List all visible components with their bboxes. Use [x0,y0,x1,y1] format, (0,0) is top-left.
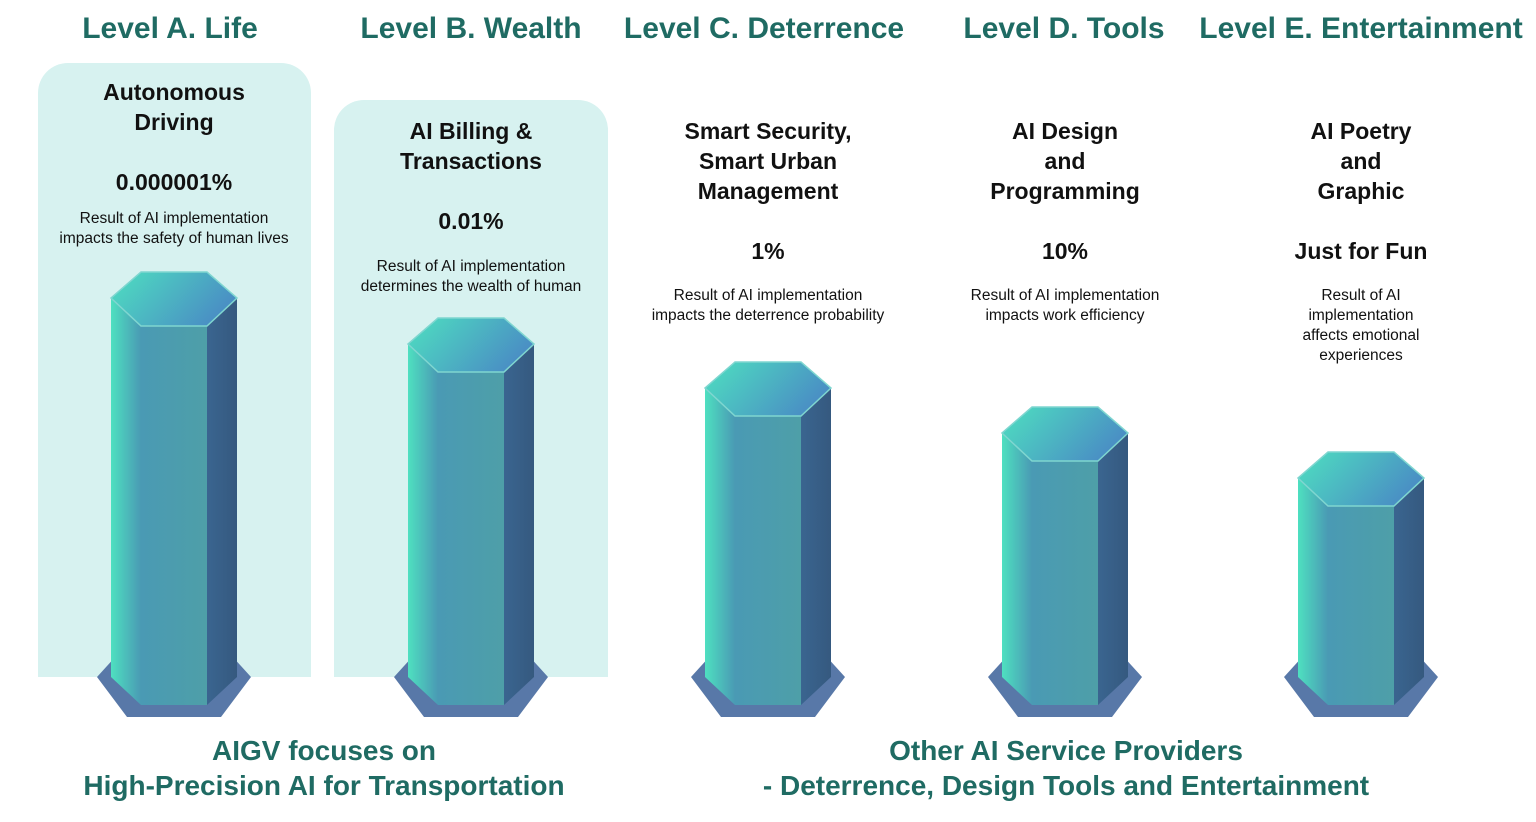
footer-other-providers: Other AI Service Providers - Deterrence,… [762,735,1370,801]
level-a-description: Result of AI implementation impacts the … [59,210,289,247]
level-e-text: AI Poetry and Graphic Just for Fun Resul… [1274,116,1449,366]
level-e-prism-right-face [1394,478,1424,705]
level-b-description: Result of AI implementation determines t… [360,258,582,295]
footer-aigv-focus: AIGV focuses on High-Precision AI for Tr… [83,735,565,801]
level-c-description: Result of AI implementation impacts the … [651,287,885,324]
level-d-title: Level D. Tools [963,12,1165,45]
level-b-prism-front-face [438,372,504,705]
level-a-prism-right-face [207,298,237,705]
level-a-percentage: 0.000001% [115,169,233,195]
level-b-application: AI Billing & Transactions [400,118,542,174]
level-c-prism-right-face [801,388,831,705]
level-e-percentage: Just for Fun [1294,238,1428,264]
level-c-title: Level C. Deterrence [623,12,905,45]
level-a-text: Autonomous Driving 0.000001% Result of A… [59,77,288,249]
level-e-prism-top [1296,451,1426,507]
level-c-prism-top [703,361,833,417]
level-b-prism-left-face [408,344,438,705]
level-d-description: Result of AI implementation impacts work… [970,287,1160,324]
level-d-percentage: 10% [1041,238,1089,264]
level-c-prism-front-face [735,416,801,705]
level-a-prism-left-face [111,298,141,705]
level-b-title: Level B. Wealth [360,12,582,45]
level-d-prism-right-face [1098,433,1128,705]
level-a-application: Autonomous Driving [103,79,245,135]
level-e-description: Result of AI implementation affects emot… [1302,287,1420,364]
level-e-title: Level E. Entertainment [1199,12,1523,45]
level-a-prism-front-face [141,326,207,705]
level-b-text: AI Billing & Transactions 0.01% Result o… [361,116,582,297]
level-d-text: AI Design and Programming 10% Result of … [971,116,1160,326]
level-e-application: AI Poetry and Graphic [1310,118,1412,204]
level-c-percentage: 1% [751,238,785,264]
level-c-text: Smart Security, Smart Urban Management 1… [652,116,885,326]
level-a-prism-top [109,271,239,327]
level-d-prism-front-face [1032,461,1098,705]
level-a-title: Level A. Life [82,12,258,45]
level-b-percentage: 0.01% [438,208,504,234]
level-c-prism-left-face [705,388,735,705]
level-c-application: Smart Security, Smart Urban Management [684,118,852,204]
level-d-prism-left-face [1002,433,1032,705]
level-d-prism-top [1000,406,1130,462]
level-e-prism-left-face [1298,478,1328,705]
level-b-prism-top [406,317,536,373]
level-d-application: AI Design and Programming [990,118,1140,204]
level-b-prism-right-face [504,344,534,705]
level-e-prism-front-face [1328,506,1394,705]
